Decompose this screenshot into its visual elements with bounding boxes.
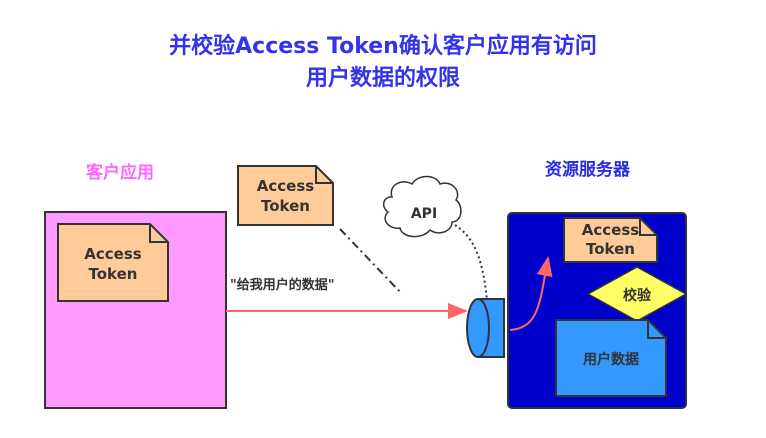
user-data-note [555,319,667,397]
token-connector-line [339,228,403,295]
client-token-line1: Access [84,245,142,263]
client-app-label: 客户应用 [86,163,154,183]
client-token-text: Access Token [58,244,168,284]
api-port-cylinder [466,298,505,358]
user-data-label: 用户数据 [583,352,639,368]
client-app-box [44,211,227,409]
api-cloud [382,175,462,238]
verify-flow-arrow [509,256,553,331]
client-token-note [57,223,169,302]
transit-token-line2: Token [261,197,310,215]
server-token-text: Access Token [564,221,657,259]
api-dotted-connector [454,224,488,301]
server-token-note [563,217,658,263]
resource-server-label: 资源服务器 [545,160,630,180]
diagram-title-line2: 用户数据的权限 [305,66,460,91]
server-token-line1: Access [581,221,640,239]
verify-label: 校验 [623,288,651,304]
client-token-line2: Token [88,265,138,283]
diagram-title-line1: 并校验Access Token确认客户应用有访问 [169,34,597,59]
request-label: "给我用户的数据" [230,278,335,293]
transit-token-note [237,165,334,226]
transit-token-text: Access Token [238,176,333,216]
server-token-line2: Token [586,240,635,258]
transit-token-line1: Access [256,177,315,195]
api-label: API [410,206,438,222]
